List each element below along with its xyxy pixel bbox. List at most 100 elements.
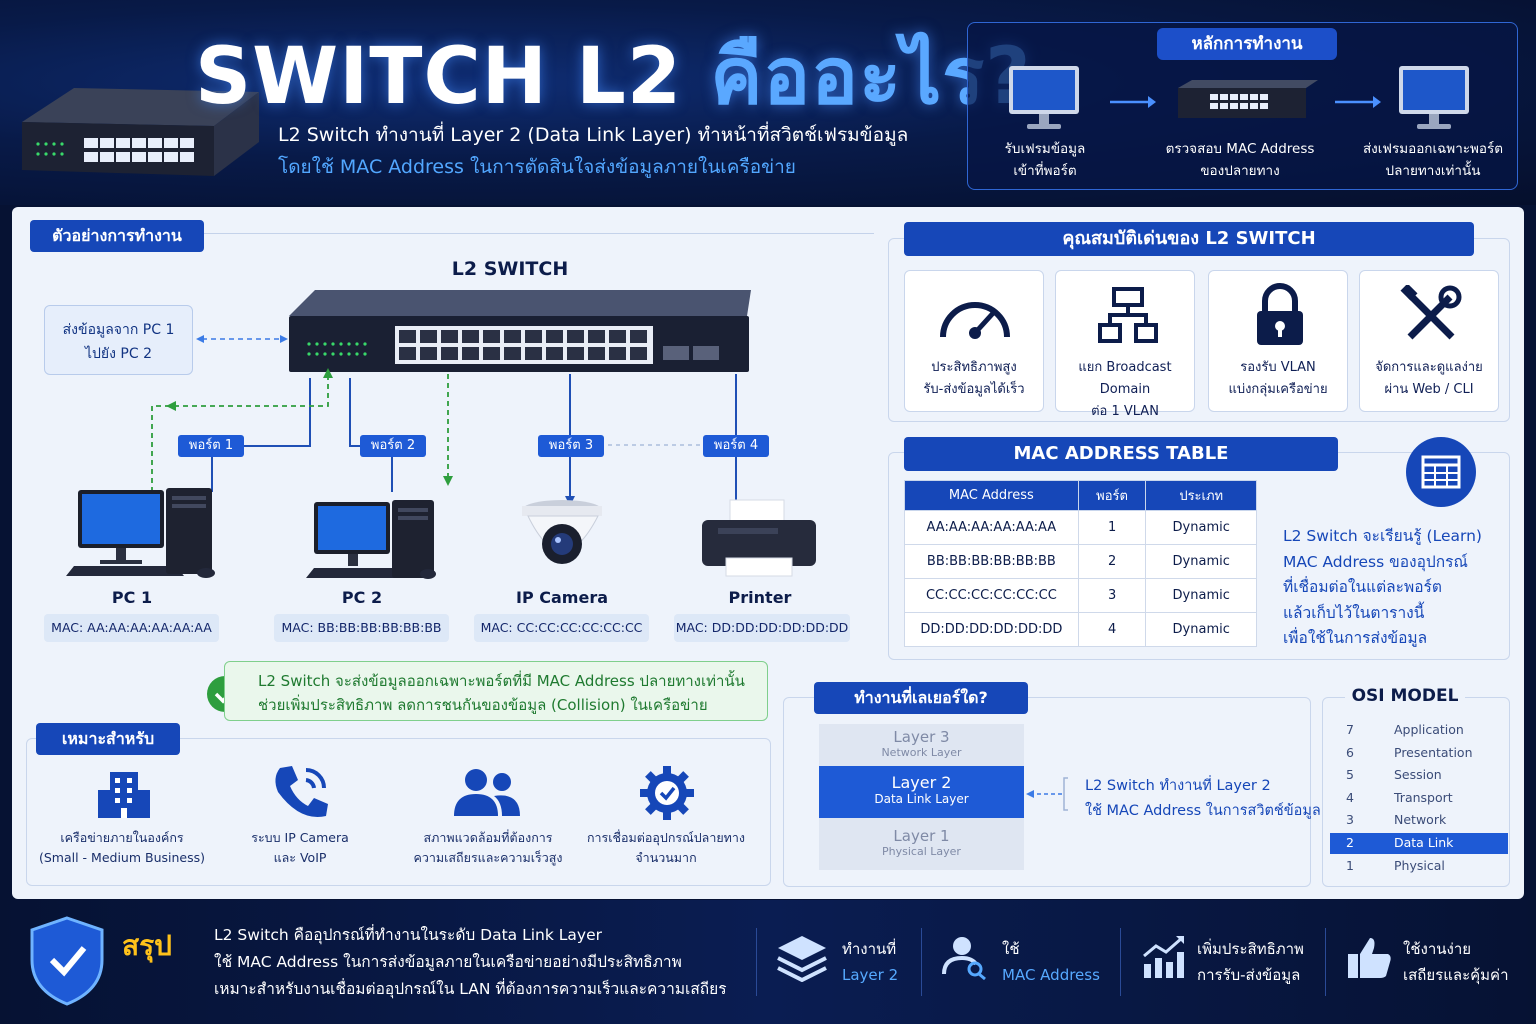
- port-tag-4: พอร์ต 4: [703, 435, 769, 457]
- printer-icon: [702, 499, 816, 577]
- principle-step-3: ส่งเฟรมออกเฉพาะพอร์ตปลายทางเท่านั้น: [1362, 141, 1504, 179]
- osi-layer-name: Transport: [1394, 789, 1453, 805]
- pc-2-icon: [306, 500, 436, 579]
- table-header: MAC Address: [904, 480, 1079, 511]
- suitable-item-4: การเชื่อมต่ออุปกรณ์ปลายทางจำนวนมาก: [586, 830, 746, 865]
- port-tag-3: พอร์ต 3: [538, 435, 604, 457]
- device-mac-pc1: MAC: AA:AA:AA:AA:AA:AA: [44, 614, 219, 642]
- thumbs-up-icon: [1348, 938, 1391, 978]
- osi-layer-number: 3: [1346, 812, 1354, 828]
- summary-point-1: ทำงานที่Layer 2: [842, 940, 899, 984]
- phone-icon: [275, 766, 328, 817]
- device-mac-camera: MAC: CC:CC:CC:CC:CC:CC: [474, 614, 649, 642]
- osi-layer-number: 4: [1346, 789, 1354, 805]
- osi-layer-name: Data Link: [1394, 835, 1454, 850]
- osi-row: 5 Session: [1330, 765, 1508, 786]
- table-cell: BB:BB:BB:BB:BB:BB: [904, 544, 1079, 579]
- osi-layer-name: Application: [1394, 722, 1464, 737]
- principle-title: หลักการทำงาน: [1157, 28, 1337, 60]
- osi-row: 1 Physical: [1330, 856, 1508, 877]
- shield-check-icon: [30, 916, 104, 1006]
- divider: [756, 928, 757, 996]
- layer-arrow-icon: [1026, 777, 1068, 811]
- osi-row: 2 Data Link: [1330, 833, 1508, 854]
- green-note-box: [224, 661, 768, 721]
- summary-point-2: ใช้MAC Address: [1002, 940, 1100, 984]
- osi-layer-number: 1: [1346, 857, 1354, 873]
- mac-table-description: L2 Switch จะเรียนรู้ (Learn)MAC Address …: [1283, 527, 1482, 647]
- table-cell: CC:CC:CC:CC:CC:CC: [904, 578, 1079, 613]
- table-cell: 4: [1077, 612, 1147, 647]
- table-cell: Dynamic: [1145, 578, 1257, 613]
- osi-row: 4 Transport: [1330, 788, 1508, 809]
- device-mac-pc2: MAC: BB:BB:BB:BB:BB:BB: [274, 614, 449, 642]
- gear-check-icon: [640, 766, 694, 820]
- ip-camera-icon: [522, 500, 602, 564]
- device-mac-printer: MAC: DD:DD:DD:DD:DD:DD: [674, 614, 850, 642]
- subtitle: L2 Switch ทำงานที่ Layer 2 (Data Link La…: [278, 124, 909, 146]
- osi-title: OSI MODEL: [1345, 686, 1465, 706]
- monitor-icon: [1399, 66, 1469, 129]
- divider: [921, 928, 922, 996]
- port-tag-2: พอร์ต 2: [360, 435, 426, 457]
- feature-card-management: จัดการและดูแลง่ายผ่าน Web / CLI: [1359, 270, 1499, 412]
- user-search-icon: [942, 937, 986, 980]
- speedometer-icon: [940, 302, 1010, 339]
- device-name-camera: IP Camera: [516, 588, 608, 607]
- mac-table-title: MAC ADDRESS TABLE: [904, 437, 1338, 471]
- network-tree-icon: [1098, 287, 1158, 343]
- device-name-pc1: PC 1: [111, 588, 153, 607]
- tools-icon: [1400, 285, 1462, 340]
- osi-layer-name: Presentation: [1394, 744, 1473, 760]
- table-cell: 2: [1077, 544, 1147, 579]
- summary-footer: [0, 900, 1536, 1024]
- users-icon: [454, 769, 520, 816]
- port-tag-1: พอร์ต 1: [178, 435, 244, 457]
- summary-title: สรุป: [122, 929, 172, 962]
- chart-up-icon: [1143, 936, 1184, 978]
- table-cell: Dynamic: [1145, 612, 1257, 647]
- divider: [1325, 928, 1326, 996]
- osi-layer-number: 2: [1346, 835, 1354, 850]
- table-cell: 3: [1077, 578, 1147, 613]
- device-name-printer: Printer: [728, 588, 792, 607]
- monitor-icon: [1009, 66, 1079, 129]
- connection-lines: [151, 335, 737, 506]
- subtitle-highlight: โดยใช้ MAC Address ในการตัดสินใจส่งข้อมู…: [278, 156, 796, 178]
- example-tag: ตัวอย่างการทำงาน: [30, 220, 204, 252]
- table-header: ประเภท: [1145, 480, 1257, 511]
- osi-layer-name: Session: [1394, 767, 1442, 783]
- osi-layer-name: Physical: [1394, 857, 1445, 873]
- table-cell: Dynamic: [1145, 544, 1257, 579]
- divider: [1120, 928, 1121, 996]
- device-name-pc2: PC 2: [341, 588, 383, 607]
- features-title: คุณสมบัติเด่นของ L2 SWITCH: [904, 222, 1474, 256]
- switch-small-icon: [1178, 80, 1318, 118]
- table-cell: DD:DD:DD:DD:DD:DD: [904, 612, 1079, 647]
- table-header: พอร์ต: [1077, 480, 1147, 511]
- suitable-tag: เหมาะสำหรับ: [36, 723, 180, 755]
- arrow-right-icon: [1335, 96, 1381, 108]
- lock-icon: [1257, 283, 1303, 345]
- layer-tag: ทำงานที่เลเยอร์ใด?: [814, 682, 1028, 714]
- switch-illustration: [22, 88, 259, 176]
- table-cell: Dynamic: [1145, 510, 1257, 545]
- summary-point-4: ใช้งานง่ายเสถียรและคุ้มค่า: [1403, 940, 1509, 984]
- table-header-row: MAC Address พอร์ต ประเภท: [904, 480, 1257, 511]
- osi-layer-name: Network: [1394, 812, 1447, 828]
- layer-panel: [783, 697, 1311, 887]
- layers-icon: [777, 936, 827, 982]
- switch-label: L2 SWITCH: [451, 258, 569, 280]
- osi-layer-number: 5: [1346, 767, 1354, 783]
- summary-point-3: เพิ่มประสิทธิภาพการรับ-ส่งข้อมูล: [1197, 940, 1304, 984]
